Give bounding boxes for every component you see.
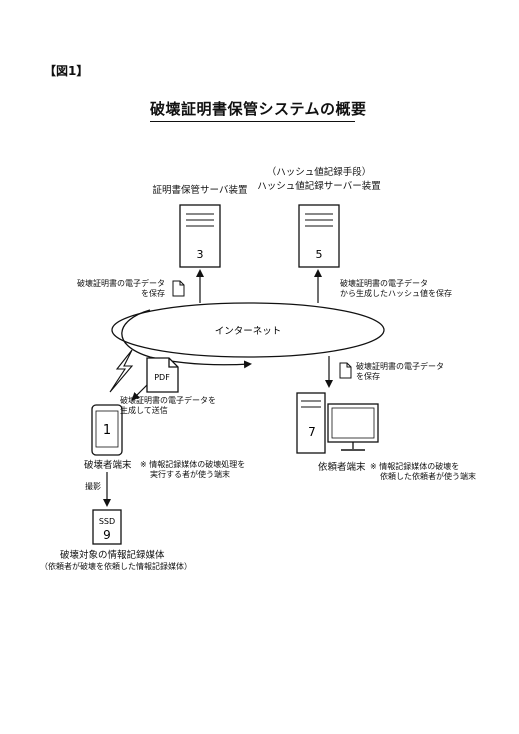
pdf-label: PDF bbox=[154, 373, 170, 382]
ssd-icon bbox=[92, 509, 122, 545]
terminal-note-line1: ※ 情報記録媒体の破壊処理を bbox=[140, 460, 246, 469]
pdf-note-line1: 破壊証明書の電子データを bbox=[120, 396, 216, 405]
terminal-note-line2: 実行する者が使う端末 bbox=[150, 470, 230, 479]
figure-label: 【図1】 bbox=[44, 64, 89, 78]
document-icon bbox=[172, 280, 185, 297]
server-3-label: 証明書保管サーバ装置 bbox=[152, 185, 248, 196]
requester-label: 依頼者端末 bbox=[318, 462, 366, 473]
internet-cloud bbox=[111, 302, 385, 358]
ssd-text: SSD bbox=[99, 517, 115, 526]
wireless-icon bbox=[109, 349, 134, 393]
photo-label: 撮影 bbox=[85, 482, 101, 491]
server-5-number: 5 bbox=[316, 248, 323, 261]
smartphone-icon bbox=[91, 404, 123, 456]
certificate-server-icon bbox=[179, 204, 221, 268]
requester-save-note-line2: を保存 bbox=[356, 372, 380, 381]
pdf-send-arrow bbox=[131, 384, 148, 401]
requester-number: 7 bbox=[308, 425, 316, 439]
requester-pc-tower-icon bbox=[296, 392, 326, 454]
internet-label: インターネット bbox=[215, 326, 282, 337]
terminal-number: 1 bbox=[103, 423, 111, 438]
transmission-flow-arrow bbox=[121, 309, 252, 369]
server-5-label-line2: ハッシュ値記録サーバー装置 bbox=[257, 181, 381, 192]
server-3-note-line2: を保存 bbox=[141, 289, 165, 298]
server-3-note-line1: 破壊証明書の電子データ bbox=[77, 279, 165, 288]
diagram-title: 破壊証明書保管システムの概要 bbox=[150, 100, 367, 118]
pdf-note-line2: 生成して送信 bbox=[120, 406, 168, 415]
monitor-icon bbox=[327, 403, 379, 451]
server-5-label-line1: （ハッシュ値記録手段） bbox=[266, 167, 372, 178]
server-5-note-line2: から生成したハッシュ値を保存 bbox=[340, 289, 452, 298]
document-icon bbox=[339, 362, 352, 379]
ssd-label: 破壊対象の情報記録媒体 bbox=[60, 550, 165, 561]
pdf-document-icon bbox=[146, 357, 179, 393]
server-5-note-line1: 破壊証明書の電子データ bbox=[340, 279, 428, 288]
terminal-label: 破壊者端末 bbox=[84, 460, 132, 471]
hash-server-icon bbox=[298, 204, 340, 268]
title-underline bbox=[150, 121, 355, 122]
ssd-number: 9 bbox=[103, 528, 111, 542]
requester-note-line2: 依頼した依頼者が使う端末 bbox=[380, 472, 476, 481]
ssd-sub-label: （依頼者が破壊を依頼した情報記録媒体） bbox=[40, 562, 192, 571]
requester-note-line1: ※ 情報記録媒体の破壊を bbox=[370, 462, 460, 471]
requester-save-note-line1: 破壊証明書の電子データ bbox=[356, 362, 444, 371]
server-3-number: 3 bbox=[197, 248, 204, 261]
